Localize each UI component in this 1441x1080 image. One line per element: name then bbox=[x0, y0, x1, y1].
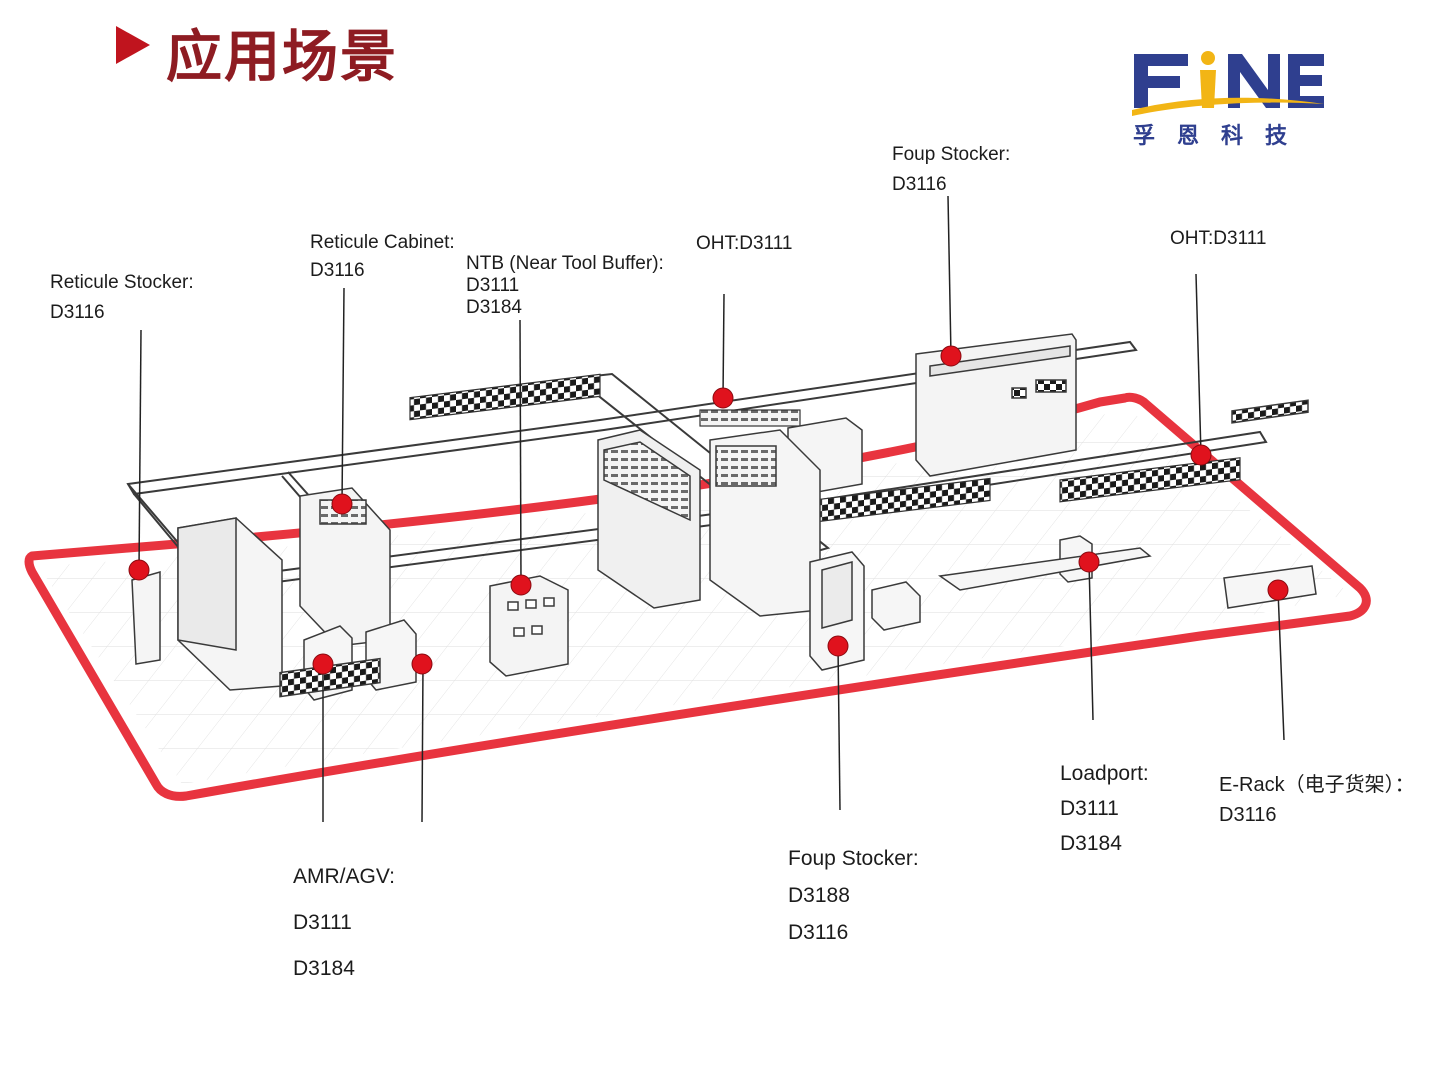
callout-code: D3111 bbox=[466, 275, 520, 296]
callout-loadport: Loadport: D3111 D3184 bbox=[1060, 756, 1149, 861]
callout-reticule-cabinet: Reticule Cabinet: D3116 bbox=[310, 229, 455, 285]
page-title: 应用场景 bbox=[166, 25, 398, 88]
callout-label: NTB (Near Tool Buffer): bbox=[466, 253, 664, 274]
dot-oht-left bbox=[712, 387, 734, 409]
callout-code: D3111 bbox=[293, 911, 352, 934]
callout-label: OHT:D3111 bbox=[1170, 228, 1267, 249]
dot-amr-agv-2 bbox=[411, 653, 433, 675]
small-cart bbox=[871, 581, 921, 631]
callout-code: D3116 bbox=[788, 921, 849, 944]
dot-e-rack bbox=[1267, 579, 1289, 601]
foup-stocker-bottom-equipment bbox=[809, 551, 865, 671]
dot-foup-stocker-bottom bbox=[827, 635, 849, 657]
ntb-equipment bbox=[489, 575, 569, 677]
callout-label: E-Rack（电子货架）： bbox=[1219, 774, 1415, 796]
title-marker-icon bbox=[116, 26, 150, 64]
callout-code: D3116 bbox=[310, 260, 365, 281]
callout-ntb: NTB (Near Tool Buffer): D3111 D3184 bbox=[466, 253, 664, 319]
callout-dots bbox=[128, 345, 1289, 675]
callout-code: D3184 bbox=[466, 297, 522, 318]
callout-label: Loadport: bbox=[1060, 762, 1149, 785]
callout-e-rack: E-Rack（电子货架）： D3116 bbox=[1219, 770, 1415, 830]
dot-reticule-cabinet bbox=[331, 493, 353, 515]
callout-label: Reticule Stocker: bbox=[50, 272, 194, 293]
dot-oht-right bbox=[1190, 444, 1212, 466]
callout-code: D3116 bbox=[50, 302, 105, 323]
dot-foup-stocker-top bbox=[940, 345, 962, 367]
callout-code: D3111 bbox=[1060, 797, 1119, 820]
callout-label: Reticule Cabinet: bbox=[310, 232, 455, 253]
callout-code: D3184 bbox=[1060, 832, 1122, 855]
callout-foup-stocker-top: Foup Stocker: D3116 bbox=[892, 140, 1010, 200]
callout-code: D3116 bbox=[892, 174, 947, 195]
logo-subtitle: 孚恩科技 bbox=[1133, 123, 1310, 148]
callout-leader-lines bbox=[138, 195, 1285, 823]
callout-label: Foup Stocker: bbox=[788, 847, 919, 870]
dot-ntb bbox=[510, 574, 532, 596]
process-tools bbox=[709, 417, 863, 617]
dot-loadport bbox=[1078, 551, 1100, 573]
dot-reticule-stocker bbox=[128, 559, 150, 581]
dot-amr-agv-1 bbox=[312, 653, 334, 675]
callout-code: D3188 bbox=[788, 884, 850, 907]
callout-oht-right: OHT:D3111 bbox=[1170, 227, 1266, 251]
fine-logo bbox=[1132, 51, 1324, 116]
foup-stocker-top-equipment bbox=[915, 333, 1077, 477]
callout-label: Foup Stocker: bbox=[892, 144, 1011, 165]
callout-amr-agv: AMR/AGV: D3111 D3184 bbox=[293, 854, 395, 992]
callout-oht-left: OHT:D3111 bbox=[696, 232, 792, 256]
callout-reticule-stocker: Reticule Stocker: D3116 bbox=[50, 268, 194, 328]
callout-code: D3184 bbox=[293, 957, 355, 980]
callout-foup-stocker-bottom: Foup Stocker: D3188 D3116 bbox=[788, 840, 919, 951]
callout-code: D3116 bbox=[1219, 804, 1277, 826]
oht-buffers bbox=[409, 373, 1241, 525]
callout-label: AMR/AGV: bbox=[293, 865, 395, 888]
callout-label: OHT:D3111 bbox=[696, 233, 793, 254]
central-tower-equipment bbox=[597, 429, 701, 609]
